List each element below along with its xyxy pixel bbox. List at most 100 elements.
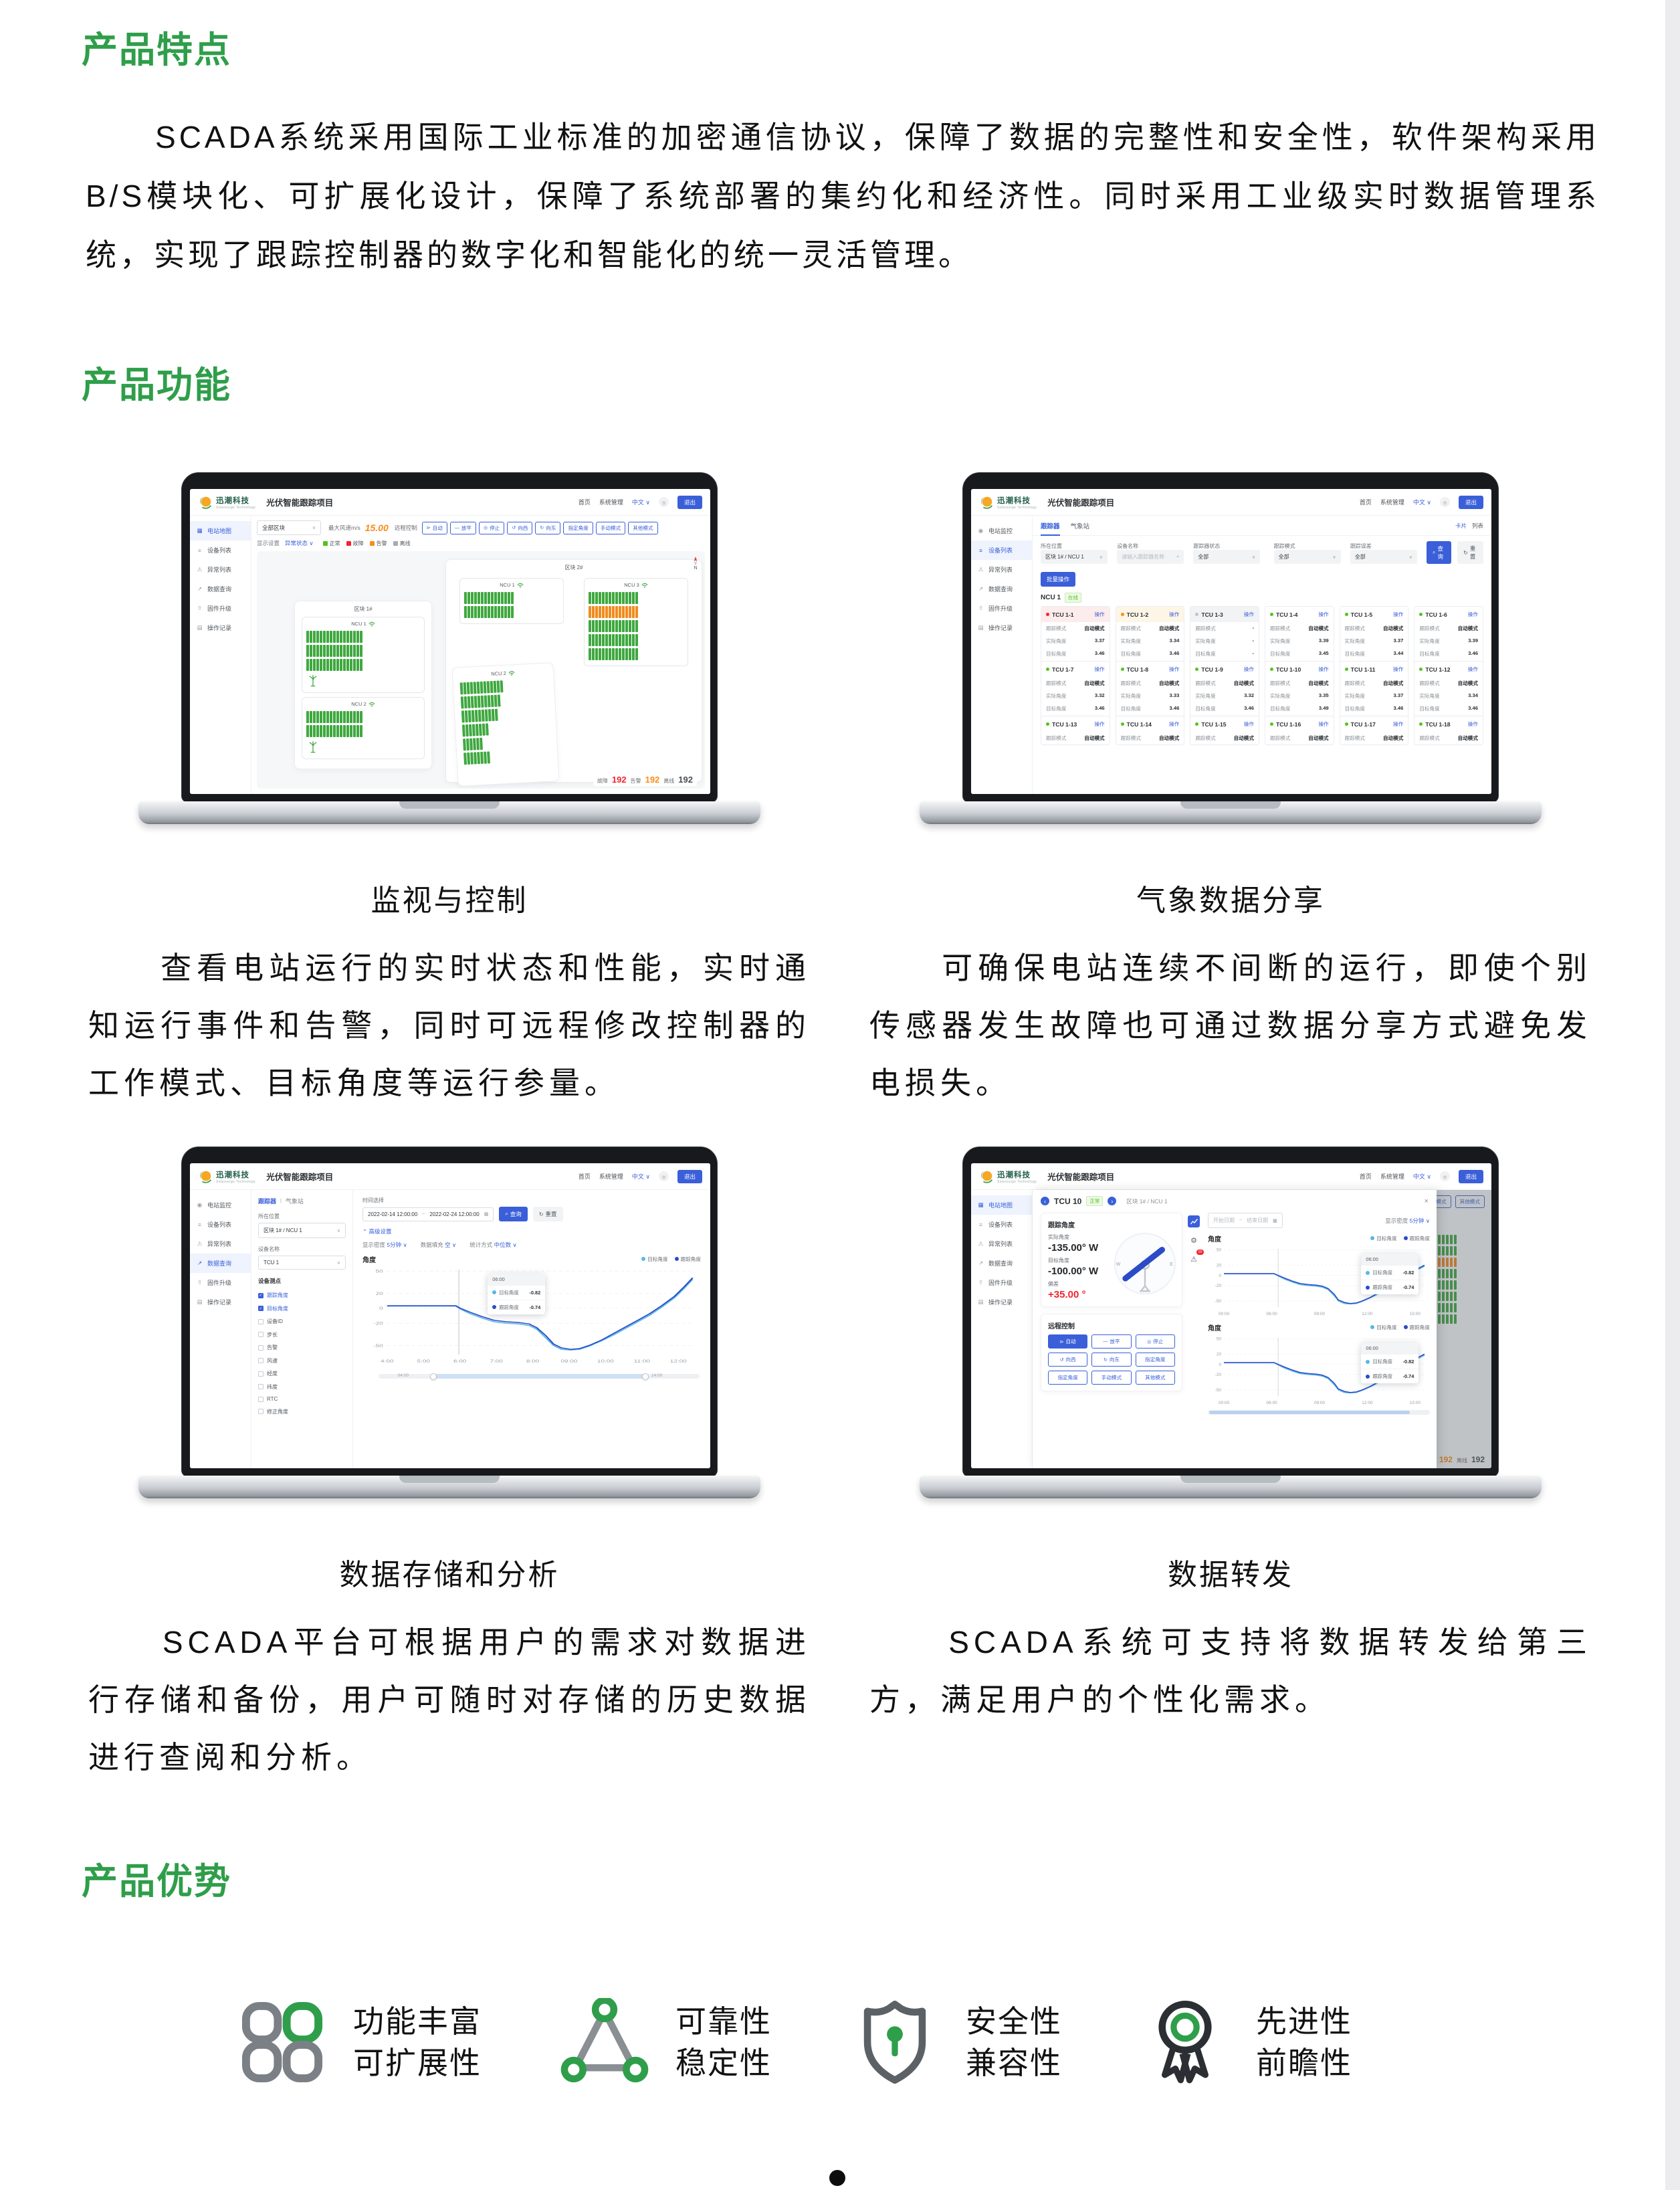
sidebar-item[interactable]: ▤操作记录 xyxy=(978,624,1013,631)
sidebar-item[interactable]: ≡设备列表 xyxy=(971,1215,1032,1234)
nav-system[interactable]: 系统管理 xyxy=(599,1173,623,1180)
card-action-link[interactable]: 操作 xyxy=(1169,611,1180,617)
sidebar-item[interactable]: ▦电站地图 xyxy=(971,1195,1032,1215)
language-select[interactable]: 中文 ∨ xyxy=(1412,1173,1431,1180)
tab-tracker[interactable]: 跟踪器 xyxy=(258,1198,277,1205)
view-card-toggle[interactable]: 卡片 xyxy=(1455,522,1467,529)
measure-point-checkbox[interactable]: 风速 xyxy=(258,1357,346,1365)
sidebar-item[interactable]: ⚠异常列表 xyxy=(197,1240,232,1248)
query-button[interactable]: ⌕查询 xyxy=(499,1207,528,1221)
measure-point-checkbox[interactable]: 步长 xyxy=(258,1331,346,1338)
language-select[interactable]: 中文 ∨ xyxy=(1412,499,1431,506)
sidebar-item[interactable]: ▤操作记录 xyxy=(978,1298,1013,1306)
card-action-link[interactable]: 操作 xyxy=(1094,666,1105,672)
date-range-input[interactable]: 开始日期~结束日期▦ xyxy=(1208,1213,1283,1228)
sidebar-item[interactable]: ≡设备列表 xyxy=(190,1215,251,1234)
measure-point-checkbox[interactable]: ✓跟踪角度 xyxy=(258,1292,288,1298)
advanced-settings-link[interactable]: ⌃ 高级设置 xyxy=(362,1228,392,1235)
location-select[interactable]: 区块 1# / NCU 1∨ xyxy=(258,1223,346,1238)
nav-system[interactable]: 系统管理 xyxy=(1380,499,1404,506)
view-list-toggle[interactable]: 列表 xyxy=(1471,522,1483,529)
control-button[interactable]: 其他模式 xyxy=(1455,1195,1485,1208)
control-button[interactable]: ↻向东 xyxy=(1091,1353,1132,1367)
nav-home[interactable]: 首页 xyxy=(1359,1173,1372,1180)
control-button[interactable]: 指定角度 xyxy=(1048,1371,1088,1385)
track-mode-select[interactable]: 全部∨ xyxy=(1273,550,1341,564)
sidebar-item[interactable]: ⇧固件升级 xyxy=(197,605,232,612)
density-select[interactable]: 5分钟 ∨ xyxy=(1409,1217,1430,1224)
logout-button[interactable]: 退出 xyxy=(677,495,702,509)
tracker-status-select[interactable]: 全部∨ xyxy=(1193,550,1261,564)
ncu-panel[interactable]: NCU 2 xyxy=(455,664,556,771)
tab-weather-station[interactable]: 气象站 xyxy=(1070,522,1090,530)
theme-icon[interactable]: ☼ xyxy=(658,1171,669,1181)
control-button[interactable]: ⊳自动 xyxy=(421,521,447,534)
control-button[interactable]: 其他模式 xyxy=(628,521,658,534)
sidebar-item[interactable]: ⚠异常列表 xyxy=(197,566,232,573)
sidebar-item[interactable]: ▤操作记录 xyxy=(197,624,232,631)
horizontal-scrollbar[interactable] xyxy=(1208,1410,1430,1415)
sidebar-item[interactable]: ⚠异常列表 xyxy=(978,1240,1013,1248)
theme-icon[interactable]: ☼ xyxy=(658,497,669,507)
card-action-link[interactable]: 操作 xyxy=(1393,721,1404,727)
card-action-link[interactable]: 操作 xyxy=(1318,721,1329,727)
nav-system[interactable]: 系统管理 xyxy=(599,499,623,506)
batch-operation-button[interactable]: 批量操作 xyxy=(1041,572,1076,587)
ncu-panel[interactable]: NCU 1 xyxy=(459,578,564,624)
logout-button[interactable]: 退出 xyxy=(1458,495,1483,509)
device-select[interactable]: TCU 1∨ xyxy=(258,1256,346,1270)
control-button[interactable]: 手动模式 xyxy=(1091,1371,1132,1385)
sidebar-item[interactable]: ▤操作记录 xyxy=(197,1298,232,1306)
next-device-button[interactable]: › xyxy=(1108,1197,1117,1205)
sidebar-item[interactable]: ⇧固件升级 xyxy=(978,1279,1013,1286)
card-action-link[interactable]: 操作 xyxy=(1094,611,1105,617)
card-action-link[interactable]: 操作 xyxy=(1393,611,1404,617)
fill-select[interactable]: 空 ∨ xyxy=(445,1241,457,1248)
card-action-link[interactable]: 操作 xyxy=(1243,611,1254,617)
control-button[interactable]: ↺向西 xyxy=(1048,1353,1088,1367)
control-button[interactable]: —放平 xyxy=(449,521,477,534)
card-action-link[interactable]: 操作 xyxy=(1393,666,1404,672)
card-action-link[interactable]: 操作 xyxy=(1318,611,1329,617)
measure-point-checkbox[interactable]: 设备ID xyxy=(258,1318,346,1325)
card-action-link[interactable]: 操作 xyxy=(1467,611,1478,617)
stat-select[interactable]: 中位数 ∨ xyxy=(494,1241,517,1248)
logout-button[interactable]: 退出 xyxy=(677,1169,702,1183)
status-filter-select[interactable]: 异常状态 ∨ xyxy=(285,540,314,546)
control-button[interactable]: ↺向西 xyxy=(507,521,533,534)
close-icon[interactable]: × xyxy=(1424,1197,1429,1205)
time-range-slider[interactable]: 04:00 14:00 xyxy=(379,1371,700,1381)
measure-point-checkbox[interactable]: 经度 xyxy=(258,1370,346,1377)
sidebar-item[interactable]: ▦电站地图 xyxy=(190,521,251,540)
language-select[interactable]: 中文 ∨ xyxy=(631,499,650,506)
theme-icon[interactable]: ☼ xyxy=(1439,497,1450,507)
sidebar-item[interactable]: ↗数据查询 xyxy=(190,1254,251,1273)
control-button[interactable]: 其他模式 xyxy=(1135,1371,1175,1385)
card-action-link[interactable]: 操作 xyxy=(1467,666,1478,672)
reset-button[interactable]: ↻重置 xyxy=(1457,541,1483,564)
sidebar-item[interactable]: ⇧固件升级 xyxy=(978,605,1013,612)
ncu-panel[interactable]: NCU 2 xyxy=(302,697,425,759)
card-action-link[interactable]: 操作 xyxy=(1243,721,1254,727)
nav-home[interactable]: 首页 xyxy=(1359,499,1372,506)
logout-button[interactable]: 退出 xyxy=(1458,1169,1483,1183)
measure-point-checkbox[interactable]: RTC xyxy=(258,1396,346,1402)
measure-point-checkbox[interactable]: ✓目标角度 xyxy=(258,1305,288,1312)
sidebar-item[interactable]: ⚠异常列表 xyxy=(978,566,1013,573)
track-error-select[interactable]: 全部∨ xyxy=(1350,550,1417,564)
alarm-icon[interactable]: ⚠16 xyxy=(1188,1250,1204,1265)
ncu-panel[interactable]: NCU 3 xyxy=(584,578,688,666)
control-button[interactable]: 指定角度 xyxy=(1135,1353,1175,1367)
prev-device-button[interactable]: ‹ xyxy=(1041,1197,1049,1205)
sidebar-item[interactable]: ≡设备列表 xyxy=(971,540,1032,560)
block-select[interactable]: 全部区块∨ xyxy=(257,520,321,535)
location-select[interactable]: 区块 1# / NCU 1∨ xyxy=(1041,550,1108,564)
control-button[interactable]: ◎停止 xyxy=(1135,1334,1175,1349)
measure-point-checkbox[interactable]: 告警 xyxy=(258,1344,346,1351)
sidebar-item[interactable]: ↗数据查询 xyxy=(978,1260,1013,1267)
control-button[interactable]: 指定角度 xyxy=(563,521,593,534)
ncu-panel[interactable]: NCU 1 xyxy=(302,617,425,693)
card-action-link[interactable]: 操作 xyxy=(1467,721,1478,727)
